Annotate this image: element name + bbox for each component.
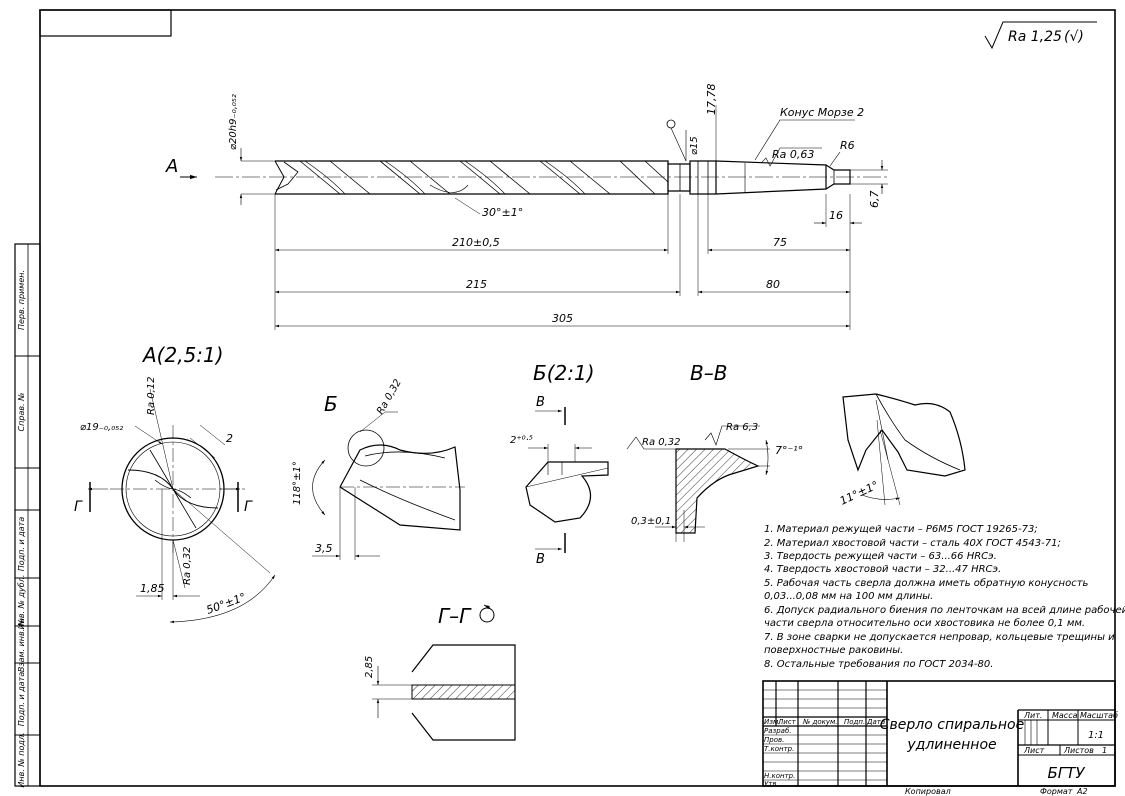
dim-75: 75 xyxy=(773,236,787,249)
view-b-detail: Б(2:1) В В 2⁺⁰·⁵ xyxy=(510,361,609,567)
margin-label-perv: Перв. примен. xyxy=(17,270,26,330)
view-b-title: Б xyxy=(324,392,338,416)
col-lit: Лит. xyxy=(1023,711,1042,720)
dim-diameter-15: ⌀15 xyxy=(689,136,700,155)
view-b-dim-3-5: 3,5 xyxy=(315,542,333,555)
view-a-angle-50: 50°±1° xyxy=(205,591,248,617)
view-b-ra: Ra 0,32 xyxy=(375,378,404,417)
view-a-dim-2: 2 xyxy=(226,432,233,445)
view-v-title: В–В xyxy=(690,361,727,385)
note-2: 2. Материал хвостовой части – сталь 40Х … xyxy=(764,538,1061,549)
row-nkontr: Н.контр. xyxy=(764,772,795,780)
hdr-doc: № докум. xyxy=(802,718,838,726)
view-v-angle-7: 7°⁻¹° xyxy=(775,444,803,457)
technical-notes: 1. Материал режущей части – Р6М5 ГОСТ 19… xyxy=(764,524,1125,670)
roughness-other-text: (√) xyxy=(1064,29,1084,45)
view-b-section-bottom: В xyxy=(536,552,545,567)
margin-labels: Перв. примен. Справ. № Подп. и дата Инв.… xyxy=(17,270,26,788)
note-4: 4. Твердость хвостовой части – 32...47 H… xyxy=(764,564,1001,575)
sheets-value: 1 xyxy=(1102,746,1107,755)
dim-305: 305 xyxy=(552,312,573,325)
dim-210: 210±0,5 xyxy=(452,236,500,249)
drawing-name-line2: удлиненное xyxy=(906,737,996,753)
sheet-label: Лист xyxy=(1023,746,1045,755)
view-a-section-left: Г xyxy=(74,499,83,515)
drawing-name-line1: Сверло спиральное xyxy=(880,717,1024,733)
view-b-dim-2: 2⁺⁰·⁵ xyxy=(510,435,533,446)
dim-diameter-20: ⌀20h9₋₀,₀₅₂ xyxy=(228,94,239,150)
view-v-ra-right: Ra 6,3 xyxy=(726,422,758,433)
view-a-dim-1-85: 1,85 xyxy=(140,582,165,595)
margin-label-dubl: Инв. № дубл. xyxy=(17,575,26,630)
morse-label: Конус Морзе 2 xyxy=(780,106,864,119)
note-8: 8. Остальные требования по ГОСТ 2034-80. xyxy=(764,658,993,670)
view-a-section-right: Г xyxy=(244,499,253,515)
roughness-general-text: Ra 1,25 xyxy=(1008,29,1062,45)
note-1: 1. Материал режущей части – Р6М5 ГОСТ 19… xyxy=(764,524,1038,535)
margin-label-sprav: Справ. № xyxy=(17,393,26,432)
col-mass: Масса xyxy=(1052,711,1078,720)
view-a-ra-top: Ra 0,12 xyxy=(146,376,157,415)
dim-80: 80 xyxy=(766,278,780,291)
row-utv: Утв. xyxy=(764,780,779,788)
dim-17-78: 17,78 xyxy=(705,84,718,116)
view-a-diameter: ⌀19₋₀,₀₅₂ xyxy=(80,422,123,433)
sheets-label: Листов xyxy=(1063,746,1094,755)
dim-215: 215 xyxy=(466,278,487,291)
view-a-end: А(2,5:1) Ra 0,12 ⌀19₋₀,₀₅₂ 2 Г Г Ra 0,32… xyxy=(74,343,276,624)
copied-label: Копировал xyxy=(905,787,951,796)
row-tkontr: Т.контр. xyxy=(764,745,794,753)
dim-6-7: 6,7 xyxy=(868,191,881,209)
dim-16: 16 xyxy=(829,209,843,222)
hdr-date: Дата xyxy=(866,718,885,726)
sheet-frame xyxy=(14,9,1116,787)
margin-label-vzam: Взам. инв. № xyxy=(17,618,26,672)
note-5b: 0,03...0,08 мм на 100 мм длины. xyxy=(764,591,933,602)
col-scale: Масштаб xyxy=(1080,711,1118,720)
section-g: Г–Г 2,85 xyxy=(364,604,516,741)
view-b-detail-title: Б(2:1) xyxy=(533,361,595,385)
note-6: 6. Допуск радиального биения по ленточка… xyxy=(764,604,1125,616)
scale-value: 1:1 xyxy=(1088,730,1104,741)
organization: БГТУ xyxy=(1048,764,1086,782)
margin-label-podl: Инв. № подл. xyxy=(17,732,26,787)
view-a-marker: А xyxy=(165,156,178,177)
view-b-point: Б Ra 0,32 118°±1° 3,5 xyxy=(292,378,465,560)
view-v-ra-left: Ra 0,32 xyxy=(642,437,681,448)
view-v-section: В–В Ra 0,32 Ra 6,3 7°⁻¹° 0,3±0,1 xyxy=(626,361,803,542)
hdr-list: Лист xyxy=(777,718,797,726)
note-7: 7. В зоне сварки не допускается непровар… xyxy=(764,632,1115,643)
title-block: Изм. Лист № докум. Подп. Дата Разраб. Пр… xyxy=(762,680,1118,796)
format-label: Формат xyxy=(1040,787,1073,796)
radius-r6: R6 xyxy=(840,139,855,152)
section-g-title: Г–Г xyxy=(438,604,472,628)
view-a-title: А(2,5:1) xyxy=(141,343,224,367)
general-roughness: Ra 1,25 (√) xyxy=(984,21,1097,50)
view-v-dim-0-3: 0,3±0,1 xyxy=(631,516,671,527)
margin-label-podp2: Подп. и дата xyxy=(17,672,26,727)
roughness-shank: Ra 0,63 xyxy=(772,148,814,161)
main-drill-view: 6,7 А ⌀20h9₋₀,₀₅₂ ⌀15 17,78 Конус Морзе … xyxy=(165,84,890,330)
view-b-section-top: В xyxy=(536,395,545,410)
row-prov: Пров. xyxy=(764,736,784,744)
format-value: A2 xyxy=(1076,787,1088,796)
view-a-ra-bottom: Ra 0,32 xyxy=(182,546,193,585)
view-b-angle-118: 118°±1° xyxy=(292,461,303,505)
hdr-izm: Изм. xyxy=(764,718,780,726)
section-g-dim-2-85: 2,85 xyxy=(364,656,375,678)
row-razrab: Разраб. xyxy=(764,727,792,735)
note-5: 5. Рабочая часть сверла должна иметь обр… xyxy=(764,577,1089,589)
margin-label-podp1: Подп. и дата xyxy=(17,517,26,572)
note-3: 3. Твердость режущей части – 63...66 HRC… xyxy=(764,551,997,562)
lip-angle-11: 11°±1° xyxy=(838,479,881,508)
lip-view: 11°±1° xyxy=(838,393,966,508)
helix-angle: 30°±1° xyxy=(482,206,523,219)
hdr-sign: Подп. xyxy=(844,718,865,726)
note-7b: поверхностные раковины. xyxy=(764,645,903,656)
note-6b: части сверла относительно оси хвостовика… xyxy=(764,617,1085,629)
